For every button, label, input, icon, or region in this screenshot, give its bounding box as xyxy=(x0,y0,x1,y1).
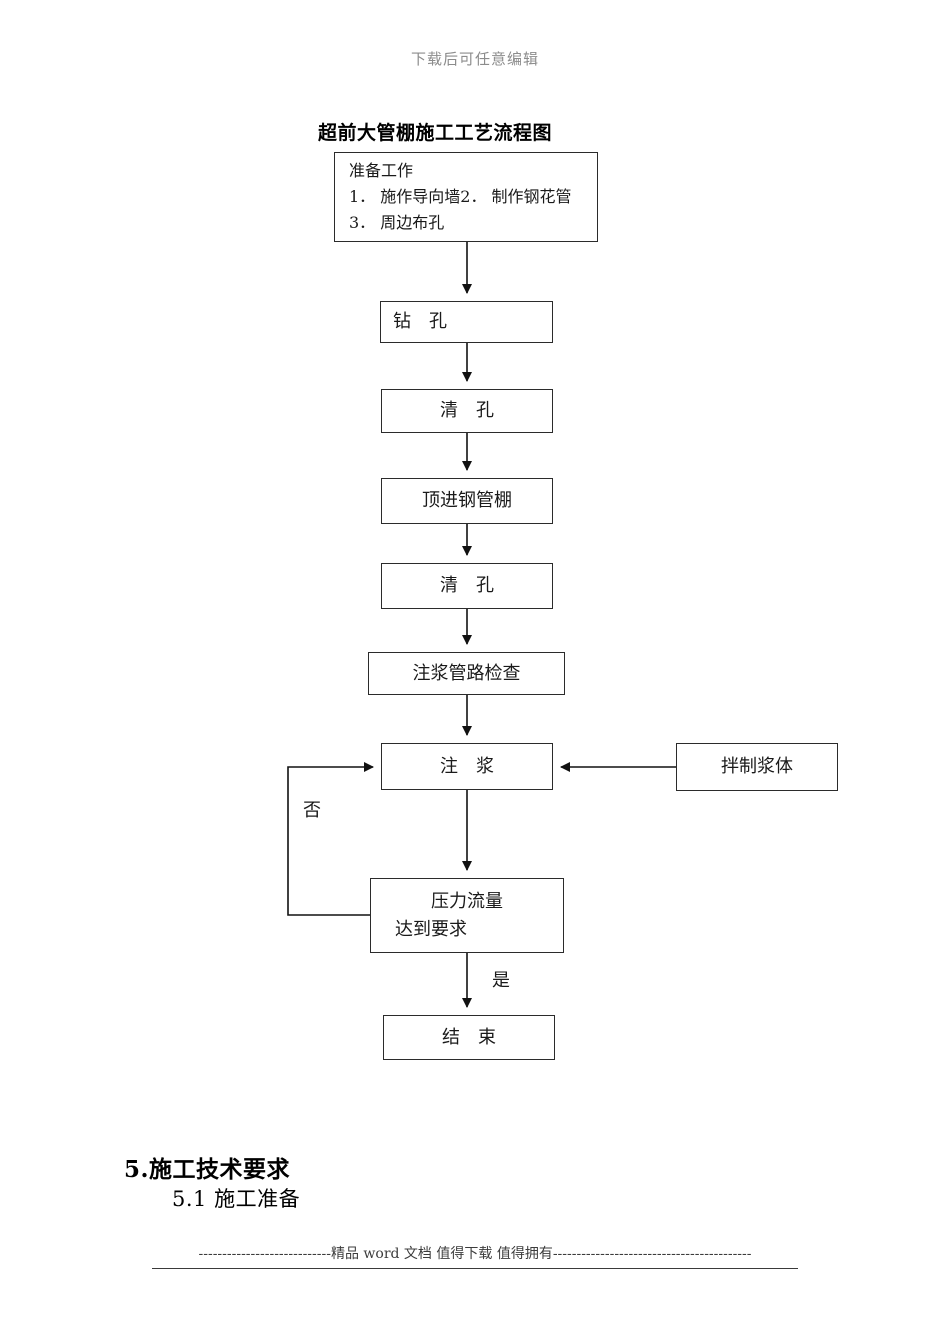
edge-label-no: 否 xyxy=(303,800,321,821)
node-hole-cleaning-2: 清 孔 xyxy=(381,563,553,609)
node-hole-cleaning-2-label: 清 孔 xyxy=(440,575,494,597)
node-preparation-line-1: 准备工作 xyxy=(349,161,414,181)
node-drilling: 钻 孔 xyxy=(380,301,553,343)
node-grouting-label: 注 浆 xyxy=(440,755,494,777)
node-preparation-line-2: 1． 施作导向墙2． 制作钢花管 xyxy=(349,187,572,207)
node-pressure-flow-condition: 压力流量 达到要求 xyxy=(370,878,564,953)
edge-label-yes: 是 xyxy=(492,970,510,991)
flowchart: 超前大管棚施工工艺流程图 xyxy=(287,122,838,1060)
node-slurry-mixing-label: 拌制浆体 xyxy=(721,756,793,778)
node-grouting-line-check: 注浆管路检查 xyxy=(368,652,565,695)
node-end: 结 束 xyxy=(383,1015,555,1060)
node-pipe-jacking: 顶进钢管棚 xyxy=(381,478,553,524)
section-heading: 5.施工技术要求 xyxy=(124,1156,291,1183)
node-pipe-jacking-label: 顶进钢管棚 xyxy=(422,490,512,512)
page-watermark-header: 下载后可任意编辑 xyxy=(410,50,539,68)
node-hole-cleaning-1-label: 清 孔 xyxy=(440,400,494,422)
node-grouting-line-check-label: 注浆管路检查 xyxy=(412,662,521,684)
node-preparation: 准备工作 1． 施作导向墙2． 制作钢花管 3． 周边布孔 xyxy=(334,152,598,242)
section-subheading: 5.1 施工准备 xyxy=(172,1187,301,1211)
node-pressure-flow-condition-line-1: 压力流量 xyxy=(431,890,503,912)
node-preparation-line-3: 3． 周边布孔 xyxy=(349,212,445,232)
page-footer-text: ----------------------------精品 word 文档 值… xyxy=(198,1246,752,1262)
flowchart-title: 超前大管棚施工工艺流程图 xyxy=(318,122,553,144)
node-pressure-flow-condition-line-2: 达到要求 xyxy=(395,918,467,940)
node-slurry-mixing: 拌制浆体 xyxy=(676,743,838,791)
footer-divider xyxy=(152,1268,798,1269)
node-hole-cleaning-1: 清 孔 xyxy=(381,389,553,433)
node-grouting: 注 浆 xyxy=(381,743,553,790)
node-end-label: 结 束 xyxy=(442,1026,496,1048)
node-drilling-label: 钻 孔 xyxy=(393,311,447,333)
